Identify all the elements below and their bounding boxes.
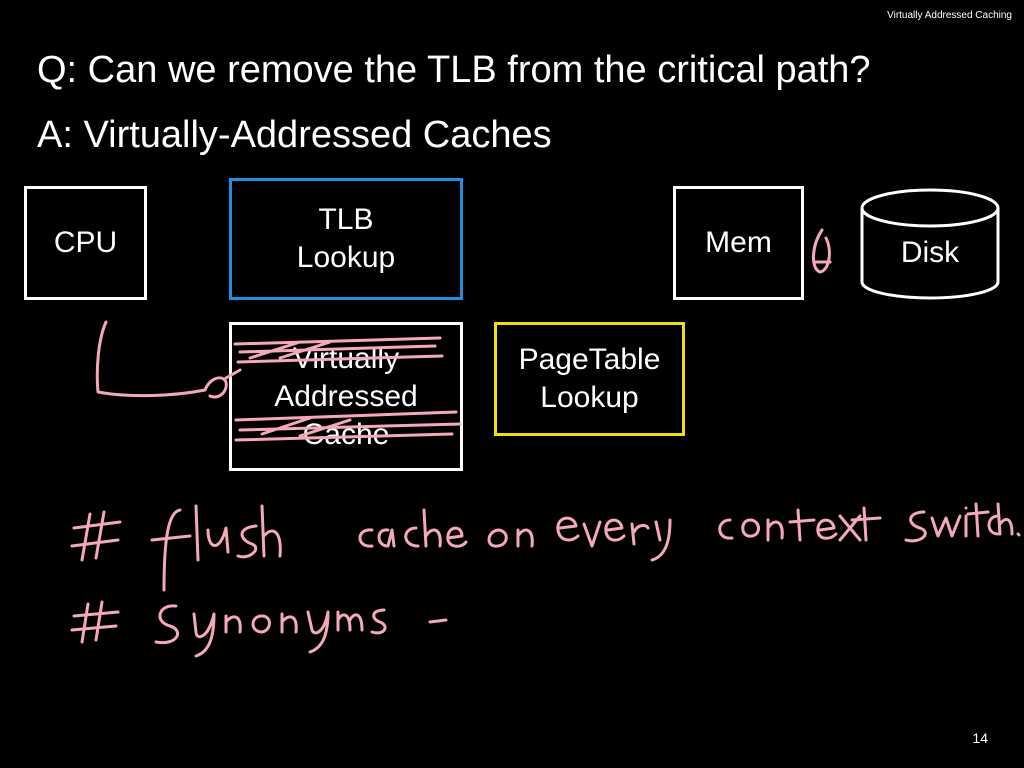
ink-strike-bottom [234,410,462,442]
slide-answer: A: Virtually-Addressed Caches [37,114,552,156]
mem-box: Mem [673,186,804,300]
page-table-lookup-box: PageTable Lookup [494,322,685,436]
mem-label: Mem [705,226,772,259]
tlb-lookup-box: TLB Lookup [229,178,463,300]
ink-word-flush [150,504,282,592]
pagetable-label-line1: PageTable [518,343,661,376]
ink-word-context [718,506,882,542]
tlb-label-line1: TLB [318,203,374,236]
disk-label: Disk [900,236,960,269]
cache-label-line3: Cache [302,417,390,451]
cpu-box: CPU [24,186,147,300]
cache-label-line2: Addressed [274,379,418,413]
page-number: 14 [972,730,988,746]
cpu-label: CPU [53,226,118,259]
pagetable-label-line2: Lookup [540,381,639,414]
ink-word-every [556,516,672,562]
section-title: Virtually Addressed Caching [887,10,1012,21]
ink-hash-1 [70,510,122,562]
ink-mem-disk-mark [812,228,832,274]
slide-question: Q: Can we remove the TLB from the critic… [37,49,871,91]
ink-strike-top [233,336,444,364]
disk-cylinder-body [860,208,1000,300]
tlb-label-line2: Lookup [296,241,396,274]
ink-word-synonyms [154,604,387,658]
ink-word-cache [358,508,468,548]
disk-cylinder-top [860,188,1000,228]
ink-hook-to-cache [95,320,242,399]
ink-word-on [487,528,534,548]
ink-dash [428,618,448,624]
ink-hash-2 [70,600,120,644]
ink-word-switch [904,502,1021,543]
